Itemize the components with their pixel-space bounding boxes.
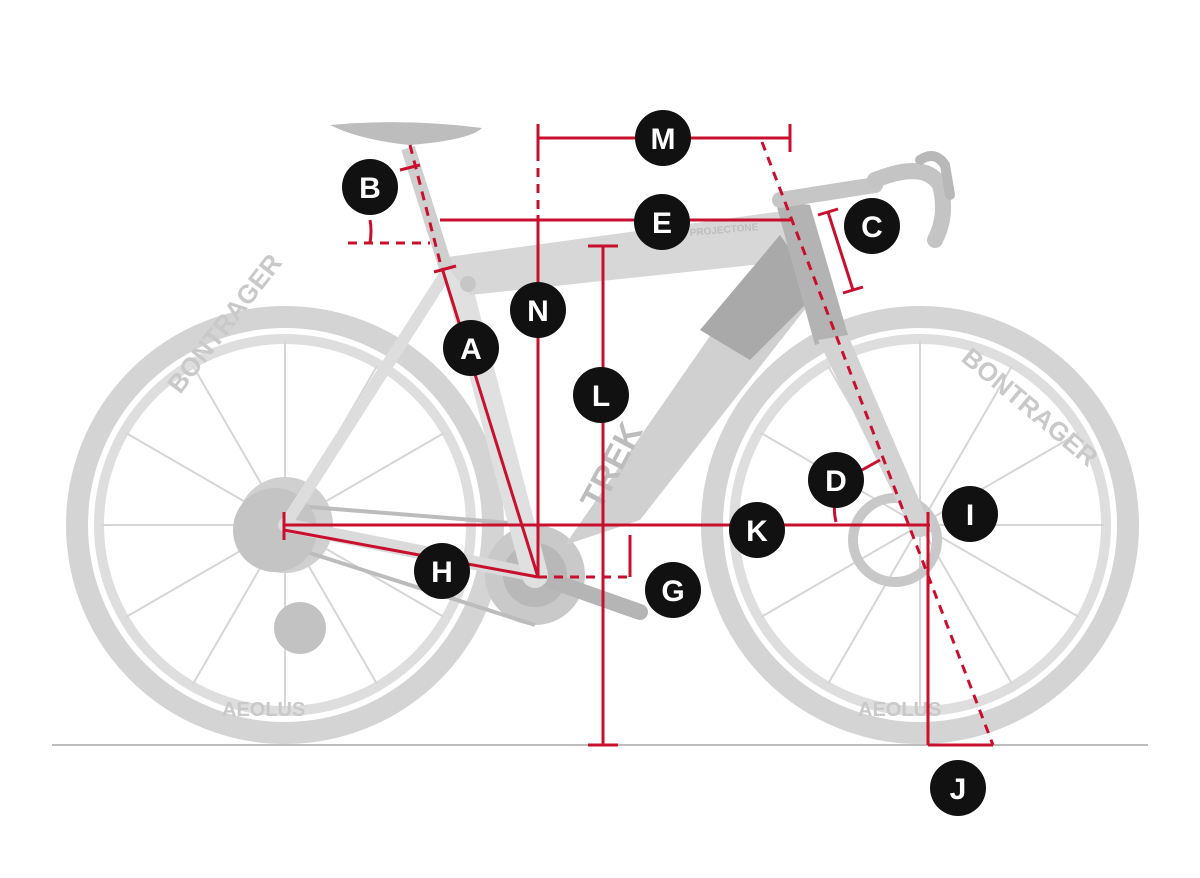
label-i: I: [966, 499, 974, 532]
label-m-badge: M: [635, 110, 691, 166]
label-n-badge: N: [510, 282, 566, 338]
measure-c-line: [826, 211, 855, 291]
label-a: A: [460, 333, 482, 366]
label-m: M: [651, 123, 676, 156]
label-c-badge: C: [844, 198, 900, 254]
label-d: D: [825, 465, 847, 498]
label-h-badge: H: [414, 543, 470, 599]
label-l-badge: L: [573, 367, 629, 423]
label-h: H: [431, 556, 453, 589]
rear-rim-brand-text: AEOLUS: [222, 699, 305, 721]
frame: TREK PROJECTONE: [278, 200, 930, 588]
label-b-badge: B: [342, 159, 398, 215]
label-e-badge: E: [634, 194, 690, 250]
label-e: E: [652, 207, 672, 240]
front-rim-brand-text: AEOLUS: [858, 699, 941, 721]
measurement-lines: [282, 124, 995, 747]
label-l: L: [592, 380, 610, 413]
label-g-badge: G: [645, 562, 701, 618]
label-b: B: [359, 172, 381, 205]
measure-h-line: [283, 528, 539, 579]
label-a-badge: A: [443, 320, 499, 376]
cockpit: [772, 151, 955, 248]
label-j: J: [950, 773, 967, 806]
steering-axis-line: [760, 141, 995, 746]
label-j-badge: J: [930, 760, 986, 816]
label-k: K: [746, 515, 768, 548]
label-n: N: [527, 295, 549, 328]
label-k-badge: K: [729, 502, 785, 558]
label-d-badge: D: [808, 452, 864, 508]
label-g: G: [661, 575, 684, 608]
label-c: C: [861, 211, 883, 244]
label-i-badge: I: [942, 486, 998, 542]
measure-b-line: [408, 144, 442, 263]
